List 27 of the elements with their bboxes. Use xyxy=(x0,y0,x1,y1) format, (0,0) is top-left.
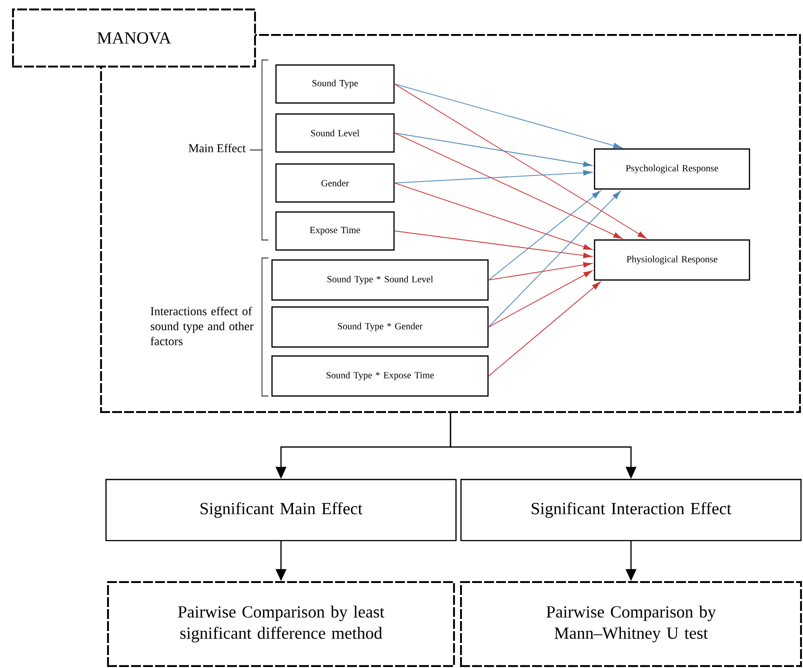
factor-box: Sound Type * Expose Time xyxy=(271,355,489,397)
arrow xyxy=(394,84,622,148)
method-box: Pairwise Comparison by Mann–Whitney U test xyxy=(460,581,802,667)
response-box: Physiological Response xyxy=(594,239,750,281)
side-label: Main Effect xyxy=(188,144,246,152)
arrow xyxy=(488,190,601,280)
arrow xyxy=(394,132,592,167)
arrow xyxy=(394,132,622,239)
method-box: Pairwise Comparison by least significant difference method xyxy=(107,581,455,667)
result-box: Significant Interaction Effect xyxy=(460,478,802,542)
arrow xyxy=(394,170,592,184)
factor-box: Sound Level xyxy=(275,113,395,153)
arrow xyxy=(488,190,621,328)
result-box: Significant Main Effect xyxy=(105,478,457,542)
arrow xyxy=(394,230,592,258)
factor-box: Gender xyxy=(275,163,395,203)
factor-box: Expose Time xyxy=(275,211,395,251)
factor-box: Sound Type xyxy=(275,64,395,104)
arrow xyxy=(488,270,592,328)
factor-box: Sound Type * Sound Level xyxy=(271,259,489,301)
side-label: Interactions effect of sound type and other factors xyxy=(150,306,254,346)
arrow xyxy=(488,282,601,376)
response-box: Psychological Response xyxy=(594,148,750,190)
arrow xyxy=(394,182,592,250)
arrow xyxy=(488,262,592,280)
factor-box: Sound Type * Gender xyxy=(271,306,489,348)
arrow xyxy=(394,84,646,239)
